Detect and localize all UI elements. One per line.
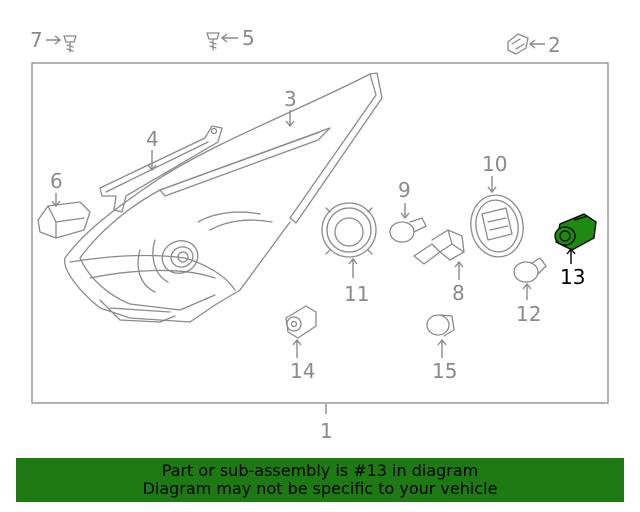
part-3-headlamp-housing[interactable]: [64, 72, 383, 323]
highlight-notice-banner: Part or sub-assembly is #13 in diagram D…: [16, 458, 624, 502]
leader-4: [147, 150, 157, 172]
callout-11[interactable]: 11: [344, 282, 369, 306]
callout-10[interactable]: 10: [482, 152, 507, 176]
part-2-clip[interactable]: [507, 33, 529, 55]
notice-line-2: Diagram may not be specific to your vehi…: [142, 479, 498, 498]
part-4-bracket[interactable]: [99, 125, 223, 213]
part-15-socket[interactable]: [426, 314, 455, 337]
part-6-cover[interactable]: [37, 201, 91, 239]
leader-14: [292, 338, 302, 358]
callout-1[interactable]: 1: [320, 419, 333, 443]
leader-8: [454, 260, 464, 280]
notice-line-1: Part or sub-assembly is #13 in diagram: [161, 461, 479, 480]
leader-6: [51, 193, 61, 208]
assembly-frame: [31, 62, 609, 404]
part-11-cap[interactable]: [321, 202, 377, 258]
callout-6[interactable]: 6: [50, 169, 63, 193]
part-12-bulb[interactable]: [513, 257, 547, 283]
callout-7[interactable]: 7: [30, 28, 43, 52]
leader-13: [566, 247, 576, 264]
leader-3: [285, 110, 295, 128]
leader-2: [528, 39, 545, 49]
callout-5[interactable]: 5: [242, 26, 255, 50]
callout-9[interactable]: 9: [398, 178, 411, 202]
part-7-screw[interactable]: [63, 35, 77, 53]
leader-7: [46, 35, 62, 45]
leader-15: [437, 338, 447, 358]
leader-10: [487, 176, 497, 194]
callout-3[interactable]: 3: [284, 87, 297, 111]
callout-8[interactable]: 8: [452, 281, 465, 305]
leader-9: [400, 203, 410, 220]
part-9-bulb[interactable]: [389, 217, 427, 243]
parts-diagram: 7 5 2 3 4: [30, 26, 609, 443]
part-14-socket[interactable]: [285, 305, 317, 339]
part-8-bulb[interactable]: [413, 229, 465, 265]
leader-11: [348, 257, 358, 278]
callout-12[interactable]: 12: [516, 302, 541, 326]
leader-12: [522, 282, 532, 300]
leader-5: [220, 33, 238, 43]
part-10-dust-cover[interactable]: [466, 191, 528, 261]
part-13-socket-highlighted[interactable]: [554, 213, 597, 251]
part-5-screw[interactable]: [206, 32, 220, 51]
callout-2[interactable]: 2: [548, 33, 561, 57]
callout-15[interactable]: 15: [432, 359, 457, 383]
callout-4[interactable]: 4: [146, 127, 159, 151]
callout-13[interactable]: 13: [560, 265, 585, 289]
callout-14[interactable]: 14: [290, 359, 315, 383]
